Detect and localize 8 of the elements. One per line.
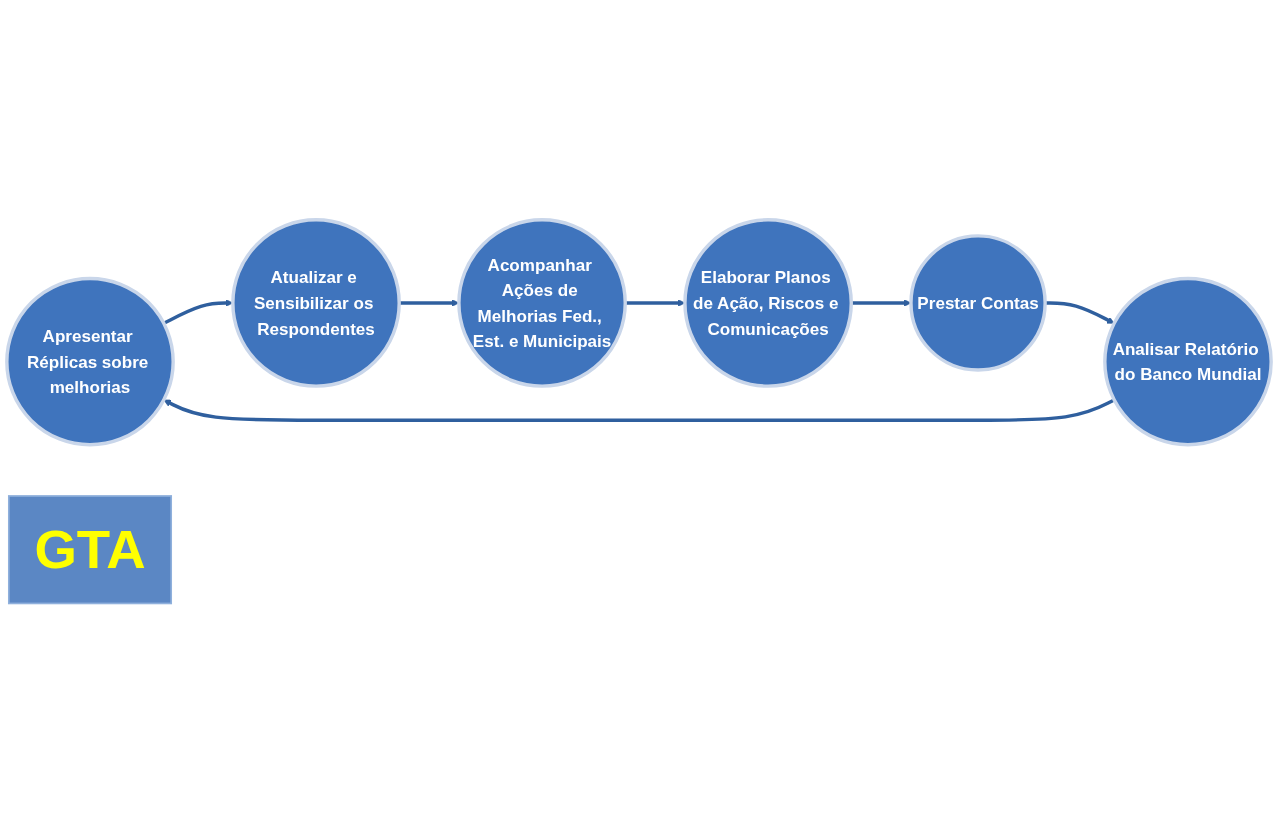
arrow <box>163 398 1115 423</box>
node-circle: Apresentar Réplicas sobre melhorias <box>5 277 175 447</box>
node-box: GTA <box>7 495 173 605</box>
node-circle: Atualizar e Sensibilizar os Respondentes <box>231 218 401 389</box>
node-circle: Analisar Relatório do Banco Mundial <box>1103 277 1273 447</box>
node-circle: Elaborar Planos de Ação, Riscos e Comunicações <box>683 218 853 389</box>
node-circle: Prestar Contas <box>909 234 1047 373</box>
node-circle: Acompanhar Ações de Melhorias Fed., Est. e Municipais <box>457 218 627 389</box>
